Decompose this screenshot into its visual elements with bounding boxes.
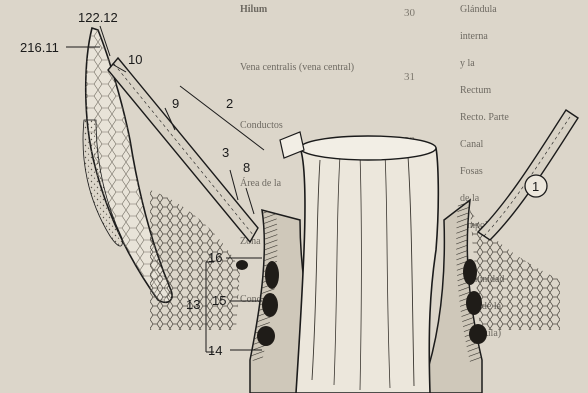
background-left-text: Hilum <box>240 4 268 15</box>
background-left-text: Vena centralis (vena central) <box>240 62 354 73</box>
background-right-text: y la <box>460 58 475 69</box>
background-left-text: Conductos <box>240 120 283 131</box>
label-1: 1 <box>532 179 539 194</box>
label-9: 9 <box>172 96 179 111</box>
background-left-text: Área de la <box>240 177 282 189</box>
background-margin-number: 30 <box>404 7 416 19</box>
label-15: 15 <box>212 293 226 308</box>
background-right-text: Recto. Parte <box>460 112 509 123</box>
background-right-text: Rectum <box>460 85 491 96</box>
label-216-11: 216.11 <box>20 40 59 55</box>
background-right-text: Fosas <box>460 166 483 177</box>
label-14: 14 <box>208 343 222 358</box>
label-13: 13 <box>186 297 200 312</box>
background-margin-number: 31 <box>404 71 415 83</box>
label-8: 8 <box>243 160 250 175</box>
label-3: 3 <box>222 145 229 160</box>
background-right-text: Canal <box>460 139 484 150</box>
background-right-text: Glándula <box>460 4 497 15</box>
label-122-12: 122.12 <box>78 10 118 25</box>
background-right-text: interna <box>460 31 488 42</box>
label-10: 10 <box>128 52 142 67</box>
label-16: 16 <box>208 250 222 265</box>
label-2: 2 <box>226 96 233 111</box>
